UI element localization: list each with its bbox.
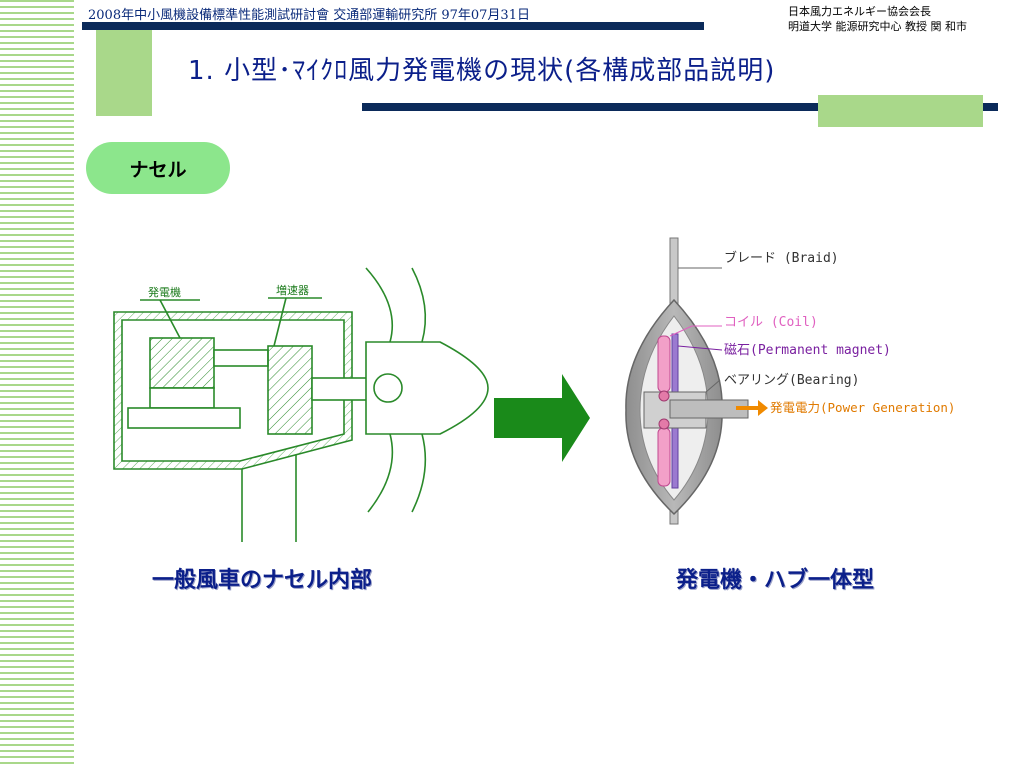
title-underline-bar xyxy=(362,103,998,111)
bearing-upper xyxy=(658,390,670,402)
decorative-green-block xyxy=(96,30,152,116)
gearbox-block xyxy=(267,345,313,435)
presenter-affiliation: 日本風力エネルギー協会会長 明道大学 能源研究中心 教授 関 和市 xyxy=(788,4,967,34)
label-power-generation: 発電電力(Power Generation) xyxy=(770,400,955,415)
caption-integrated-type: 発電機・ハブ一体型 xyxy=(676,568,875,593)
machine-bed xyxy=(127,407,241,429)
magnet-upper xyxy=(671,333,679,395)
leader-bearing xyxy=(705,379,721,393)
blade-lower-2 xyxy=(411,433,427,513)
blade-upper xyxy=(365,267,394,343)
label-gearbox: 増速器 xyxy=(276,284,309,297)
decorative-green-block-right xyxy=(818,95,983,127)
nacelle-interior-diagram: 発電機 増速器 xyxy=(113,267,489,542)
section-label-text: ナセル xyxy=(129,158,187,181)
blade-lower xyxy=(367,433,394,513)
coil-lower xyxy=(657,427,671,487)
label-magnet: 磁石(Permanent magnet) xyxy=(724,343,891,358)
caption-nacelle-interior: 一般風車のナセル内部 xyxy=(152,568,373,593)
hub-center xyxy=(373,373,403,403)
affiliation-line-2: 明道大学 能源研究中心 教授 関 和市 xyxy=(788,20,967,33)
label-blade: ブレード (Braid) xyxy=(724,250,839,266)
coupling-shaft xyxy=(213,349,269,367)
integrated-generator-hub-diagram: ブレード (Braid) コイル (Coil) 磁石(Permanent mag… xyxy=(625,237,955,525)
generator-base xyxy=(149,387,215,409)
affiliation-line-1: 日本風力エネルギー協会会長 xyxy=(788,5,931,18)
blade-upper-2 xyxy=(411,267,427,343)
leader-generator xyxy=(159,299,181,339)
magnet-lower xyxy=(671,425,679,489)
section-label-pill: ナセル xyxy=(86,142,230,194)
transition-arrow-icon xyxy=(494,374,590,462)
slide-title: 1. 小型･ﾏｲｸﾛ風力発電機の現状(各構成部品説明) xyxy=(188,56,776,86)
bearing-lower xyxy=(658,418,670,430)
top-divider-bar xyxy=(82,22,704,30)
hub-nose-cone xyxy=(365,341,489,435)
leader-gearbox xyxy=(273,297,287,347)
label-generator: 発電機 xyxy=(148,285,181,299)
event-header: 2008年中小風機設備標準性能測試研討會 交通部運輸研究所 97年07月31日 xyxy=(88,8,530,23)
generator-block xyxy=(149,337,215,389)
leader-magnet xyxy=(677,345,723,351)
decorative-stripes xyxy=(0,0,74,768)
coil-upper xyxy=(657,335,671,393)
power-output-arrow-icon xyxy=(736,400,768,416)
leader-coil xyxy=(669,325,693,337)
label-bearing: ベアリング(Bearing) xyxy=(724,373,859,388)
label-coil: コイル (Coil) xyxy=(724,315,818,330)
